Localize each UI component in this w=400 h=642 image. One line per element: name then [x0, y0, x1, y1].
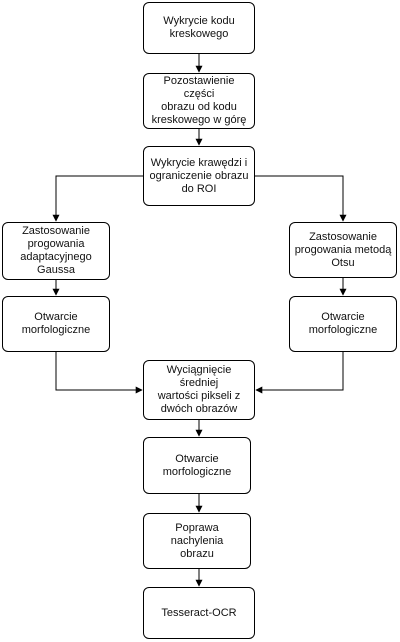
node-deskew-image: Poprawa nachylenia obrazu	[143, 513, 251, 569]
arrow-edges-to-gaussian	[52, 175, 143, 222]
arrow-right-opening-to-average	[255, 352, 344, 394]
node-morphological-opening-left: Otwarcie morfologiczne	[2, 296, 110, 352]
node-morphological-opening-right: Otwarcie morfologiczne	[289, 296, 397, 352]
node-edge-detection-roi: Wykrycie krawędzi i ograniczenie obrazu …	[143, 146, 255, 206]
node-crop-above-barcode: Pozostawienie części obrazu od kodu kres…	[143, 73, 255, 129]
arrow-edges-to-otsu	[255, 175, 347, 222]
node-average-pixel-values: Wyciągnięcie średniej wartości pikseli z…	[143, 360, 255, 420]
arrow-left-opening-to-average	[55, 352, 143, 394]
node-adaptive-gaussian-threshold: Zastosowanie progowania adaptacyjnego Ga…	[2, 222, 110, 280]
node-otsu-threshold: Zastosowanie progowania metodą Otsu	[289, 222, 397, 278]
node-morphological-opening-merged: Otwarcie morfologiczne	[143, 437, 251, 494]
node-barcode-detection: Wykrycie kodu kreskowego	[143, 2, 255, 54]
node-tesseract-ocr: Tesseract-OCR	[143, 587, 255, 639]
